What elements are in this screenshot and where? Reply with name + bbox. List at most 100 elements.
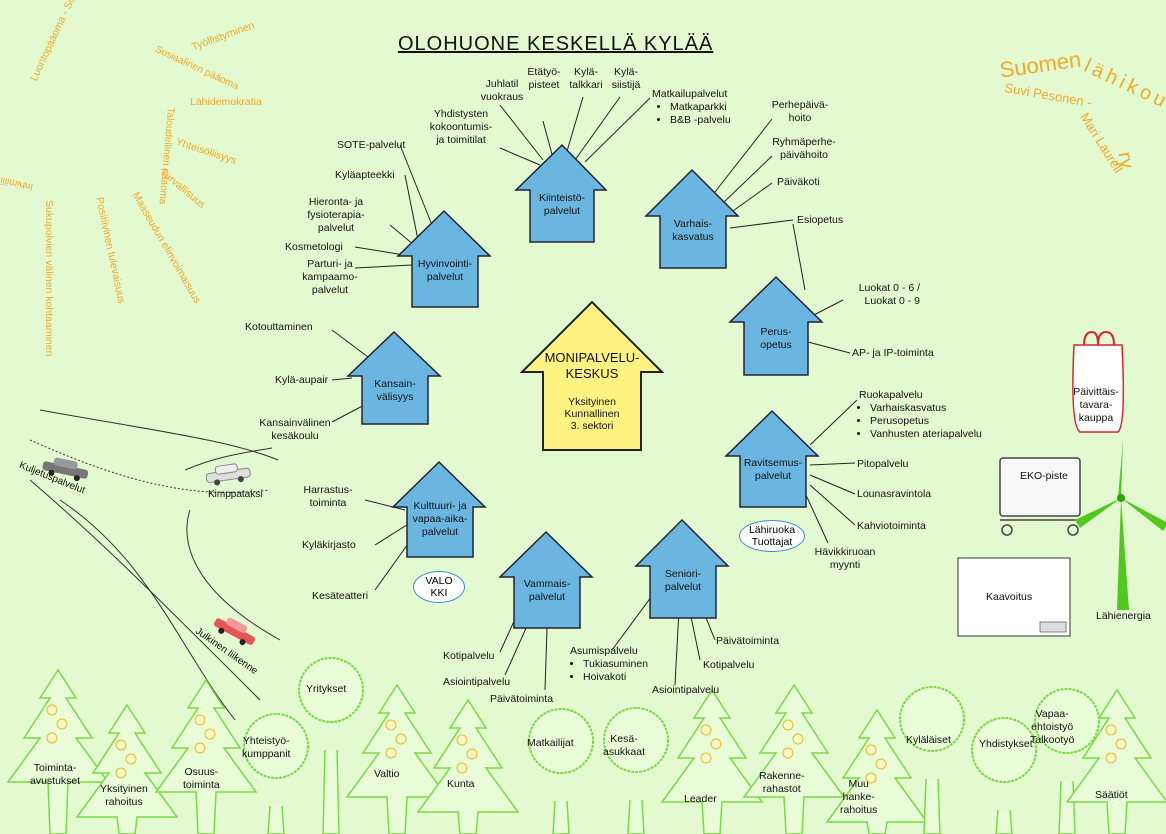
round-tree-trunk	[1058, 780, 1076, 834]
ruoka-item: Perusopetus	[870, 415, 982, 428]
pine-tree-shape	[345, 683, 449, 834]
label-harrastus: Harrastus- toiminta	[303, 484, 353, 509]
wind-turbine-icon	[1075, 440, 1166, 610]
pine-tree-shape	[6, 668, 110, 834]
arrow-label-perus: Perus- opetus	[760, 326, 792, 351]
label-esiopetus: Esiopetus	[797, 214, 844, 226]
label-kosmetologi: Kosmetologi	[285, 241, 343, 253]
label-asumis: Asumispalvelu	[570, 645, 638, 657]
matkailu-item: Matkaparkki	[670, 101, 731, 114]
round-tree-crown	[899, 686, 965, 752]
label-yhdistysten: Yhdistysten kokoontumis- ja toimitilat	[429, 108, 493, 146]
coin-icon	[1115, 738, 1127, 750]
coin-icon	[46, 704, 58, 716]
round-tree-trunk	[627, 799, 645, 834]
coin-icon	[385, 747, 397, 759]
label-kylaaupair: Kylä-aupair	[275, 374, 329, 386]
roads	[29, 409, 281, 721]
round-tree-crown	[603, 707, 669, 773]
sun-ray-label: Sukupolvien välinen kohtaaminen	[43, 200, 55, 357]
coin-icon	[385, 719, 397, 731]
map-icon	[957, 557, 1071, 637]
arrow-label-ravitsemus: Ravitsemus- palvelut	[743, 457, 803, 482]
label-kimppataksi: Kimppataksi	[208, 489, 263, 500]
arrow-label-hyvinvointi: Hyvinvointi- palvelut	[417, 258, 473, 283]
center-title: MONIPALVELU- KESKUS	[544, 350, 640, 381]
tree-label: Vapaa- ehtoistyö Talkootyö	[1030, 708, 1075, 746]
tree-label: Kesä- asukkaat	[603, 733, 646, 758]
coin-icon	[115, 767, 127, 779]
ruoka-item: Varhaiskasvatus	[870, 402, 982, 415]
arrow-label-kansain: Kansain- välisyys	[374, 378, 416, 403]
tree-label: Yhdistykset	[979, 738, 1033, 750]
tree-label: Matkailijat	[527, 737, 574, 749]
arrow-label-kulttuuri: Kulttuuri- ja vapaa-aika- palvelut	[412, 500, 468, 538]
label-eko: EKO-piste	[1020, 470, 1068, 482]
coin-icon	[1105, 752, 1117, 764]
tree-label: Valtio	[374, 768, 400, 780]
tree-shapes	[6, 657, 1166, 834]
ruoka-list: Varhaiskasvatus Perusopetus Vanhusten at…	[852, 402, 982, 441]
round-tree-crown	[298, 657, 364, 723]
tree-label: Yritykset	[306, 683, 347, 695]
label-kotipalvelu-vammais: Kotipalvelu	[443, 650, 495, 662]
label-asiointi-seniori: Asiointipalvelu	[652, 684, 720, 696]
label-ryhmaperhe: Ryhmäperhe- päivähoito	[772, 136, 836, 161]
coin-icon	[466, 748, 478, 760]
asumis-item: Hoivakoti	[583, 671, 648, 684]
label-sote: SOTE-palvelut	[337, 139, 406, 151]
label-parturi: Parturi- ja kampaamo- palvelut	[302, 258, 358, 296]
tree-label: Osuus- toiminta	[183, 766, 220, 791]
ruoka-item: Vanhusten ateriapalvelu	[870, 428, 982, 441]
coin-icon	[125, 753, 137, 765]
label-kaavoitus: Kaavoitus	[986, 591, 1033, 603]
coin-icon	[865, 744, 877, 756]
center-subtitle: Yksityinen Kunnallinen 3. sektori	[564, 396, 620, 432]
label-kylaapteekki: Kyläapteekki	[335, 169, 395, 181]
matkailu-item: B&B -palvelu	[670, 114, 731, 127]
label-lounas: Lounasravintola	[857, 488, 932, 500]
coin-icon	[204, 728, 216, 740]
round-tree-crown	[971, 717, 1037, 783]
round-tree-trunk	[267, 805, 285, 834]
tree-label: Säätiöt	[1095, 789, 1128, 801]
coin-icon	[710, 738, 722, 750]
label-etatyo: Etätyö- pisteet	[527, 66, 561, 91]
pine-tree-shape	[660, 688, 764, 834]
pine-tree-shape	[1065, 688, 1166, 834]
label-kylatalkkari: Kylä- talkkari	[569, 66, 603, 91]
coin-icon	[395, 733, 407, 745]
oval-lahiruoka: Lähiruoka Tuottajat	[739, 520, 805, 552]
label-havikki: Hävikkiruoan myynti	[814, 546, 876, 571]
label-kotouttaminen: Kotouttaminen	[245, 321, 313, 333]
pine-tree-shape	[154, 678, 258, 834]
label-kesateatteri: Kesäteatteri	[312, 590, 369, 602]
tree-label: Kunta	[447, 778, 475, 790]
sun-ray-label: Lähidemokratia	[190, 96, 262, 108]
asumis-item: Tukiasuminen	[583, 658, 648, 671]
coin-icon	[1105, 724, 1117, 736]
label-juhlatil: Juhlatil vuokraus	[480, 78, 524, 103]
oval-valo: VALO KKI	[413, 571, 465, 603]
round-tree-crown	[243, 713, 309, 779]
label-asiointi-vammais: Asiointipalvelu	[443, 676, 511, 688]
label-kylakirjasto: Kyläkirjasto	[302, 539, 356, 551]
coin-icon	[875, 758, 887, 770]
label-lahienergia: Lähienergia	[1096, 610, 1151, 622]
house-arrows	[346, 143, 824, 629]
tree-label: Leader	[684, 793, 717, 805]
label-paivakoti: Päiväkoti	[777, 176, 820, 188]
label-pitopalvelu: Pitopalvelu	[857, 458, 909, 470]
label-paivatoiminta-seniori: Päivätoiminta	[716, 635, 780, 647]
sun-circle	[28, 20, 212, 204]
arrow-label-varhais: Varhais- kasvatus	[672, 218, 714, 243]
label-paivatoiminta-vammais: Päivätoiminta	[490, 693, 554, 705]
pine-tree-shape	[416, 698, 520, 834]
coin-icon	[792, 733, 804, 745]
round-tree-trunk	[552, 800, 570, 834]
tree-label: Kyläläiset	[906, 734, 951, 746]
arrow-label-vammais: Vammais- palvelut	[523, 578, 571, 603]
coin-icon	[456, 762, 468, 774]
coin-icon	[56, 718, 68, 730]
